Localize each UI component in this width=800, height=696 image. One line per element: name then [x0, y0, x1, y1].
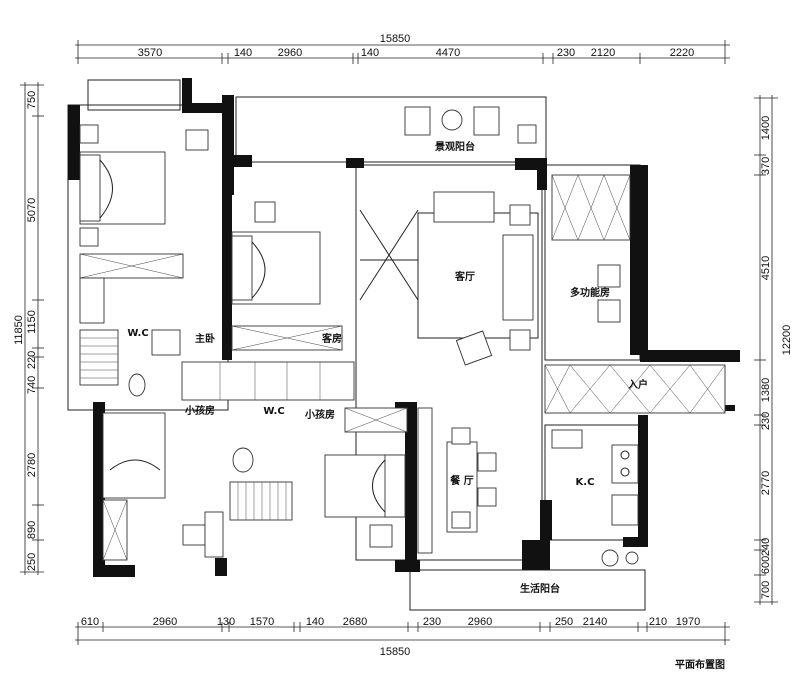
dim-right-seg: 4510 [760, 256, 772, 280]
chair-icon [473, 106, 500, 136]
furniture [79, 106, 639, 567]
drawing-title: 平面布置图 [675, 658, 725, 671]
dim-right-seg: 600 [760, 556, 772, 574]
dim-bottom-seg: 2680 [343, 616, 367, 628]
chair-icon [455, 330, 493, 366]
dim-left-seg: 220 [26, 351, 38, 369]
label-living-room: 客厅 [454, 270, 475, 283]
chair-icon [597, 299, 621, 323]
dim-right-total: 12200 [781, 325, 793, 356]
label-multipurpose-room: 多功能房 [570, 286, 610, 299]
chair-icon [185, 129, 209, 151]
dim-right-seg: 1400 [760, 116, 772, 140]
dim-bottom-seg: 130 [217, 616, 235, 628]
dim-top-seg: 140 [234, 47, 252, 59]
dim-right-seg: 370 [760, 157, 772, 175]
dim-bottom-seg: 1570 [250, 616, 274, 628]
sink-icon [611, 494, 639, 526]
label-guest-room: 客房 [321, 332, 342, 345]
dim-bottom-seg: 610 [81, 616, 99, 628]
label-master-bedroom: 主卧 [195, 332, 215, 345]
label-kids-room-left: 小孩房 [184, 404, 215, 417]
toilet-icon [232, 447, 254, 473]
dim-right-seg: 1380 [760, 378, 772, 402]
dim-left-seg: 1150 [26, 310, 38, 334]
hatch-areas [79, 174, 726, 521]
dim-left-seg: 250 [26, 553, 38, 571]
dim-top-seg: 4470 [436, 47, 460, 59]
label-entrance: 入户 [628, 378, 648, 391]
chair-icon [404, 106, 431, 136]
dim-bottom-seg: 2140 [583, 616, 607, 628]
dim-top-seg: 140 [361, 47, 379, 59]
dim-top-seg: 2120 [591, 47, 615, 59]
dim-bottom-seg: 1970 [676, 616, 700, 628]
dim-left-seg: 740 [26, 376, 38, 394]
chair-icon [182, 524, 206, 546]
sink-icon [151, 329, 181, 356]
dim-left-seg: 750 [26, 91, 38, 109]
dim-top-seg: 2220 [670, 47, 694, 59]
label-wc-master: W.C [127, 328, 148, 339]
dim-left-seg: 890 [26, 521, 38, 539]
label-dining: 餐 厅 [449, 474, 473, 487]
dim-top-seg: 230 [557, 47, 575, 59]
dim-bottom-total: 15850 [380, 646, 411, 658]
sofa-icon [502, 234, 534, 321]
label-kitchen: K.C [576, 477, 595, 488]
label-landscape-balcony: 景观阳台 [435, 140, 475, 153]
dim-bottom-seg: 2960 [468, 616, 492, 628]
washer-icon [601, 549, 619, 567]
table-icon [441, 109, 463, 131]
dim-top-total: 15850 [380, 33, 411, 45]
toilet-icon [128, 373, 146, 397]
chair-icon [369, 524, 393, 548]
dim-right-seg: 230 [760, 412, 772, 430]
bed-icon [102, 412, 166, 499]
dim-bottom-seg: 250 [555, 616, 573, 628]
chair-icon [597, 264, 621, 288]
dim-bottom-seg: 140 [306, 616, 324, 628]
dim-left-seg: 2780 [26, 453, 38, 477]
dim-left-seg: 5070 [26, 198, 38, 222]
dim-top-seg: 3570 [138, 47, 162, 59]
label-wc-shared: W.C [263, 406, 284, 417]
dim-right-seg: 2770 [760, 471, 772, 495]
label-living-balcony: 生活阳台 [520, 582, 560, 595]
walls [68, 78, 740, 577]
dim-bottom-seg: 210 [649, 616, 667, 628]
dim-right-seg: 700 [760, 581, 772, 599]
label-kids-room-right: 小孩房 [304, 408, 335, 421]
dimension-lines [20, 40, 778, 645]
dim-top-seg: 2960 [278, 47, 302, 59]
dim-bottom-seg: 230 [423, 616, 441, 628]
armchair-icon [433, 191, 495, 223]
dim-bottom-seg: 2960 [153, 616, 177, 628]
chair-icon [254, 201, 276, 223]
dim-right-seg: 240 [760, 538, 772, 556]
dim-left-total: 11850 [13, 315, 25, 345]
